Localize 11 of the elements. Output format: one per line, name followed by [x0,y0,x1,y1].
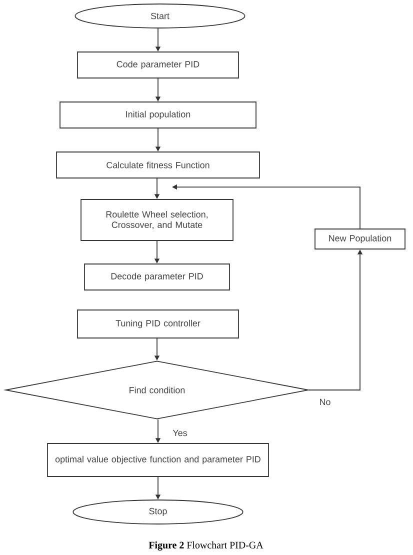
process-box: Initial population [60,102,256,128]
process-box: New Population [314,228,406,250]
edge-label: Yes [172,428,188,438]
process-box: optimal value objective function and parameter PID [47,443,269,477]
caption: Figure 2 Flowchart PID-GA [148,541,264,551]
process-box: Tuning PID controller [77,310,239,338]
process-box: Code parameter PID [77,52,239,78]
edge-label: No [318,398,332,406]
process-box: Decode parameter PID [84,264,230,290]
process-box: Calculate fitness Function [56,152,260,178]
process-box: Roulette Wheel selection, Crossover, and Mutate [80,199,234,241]
